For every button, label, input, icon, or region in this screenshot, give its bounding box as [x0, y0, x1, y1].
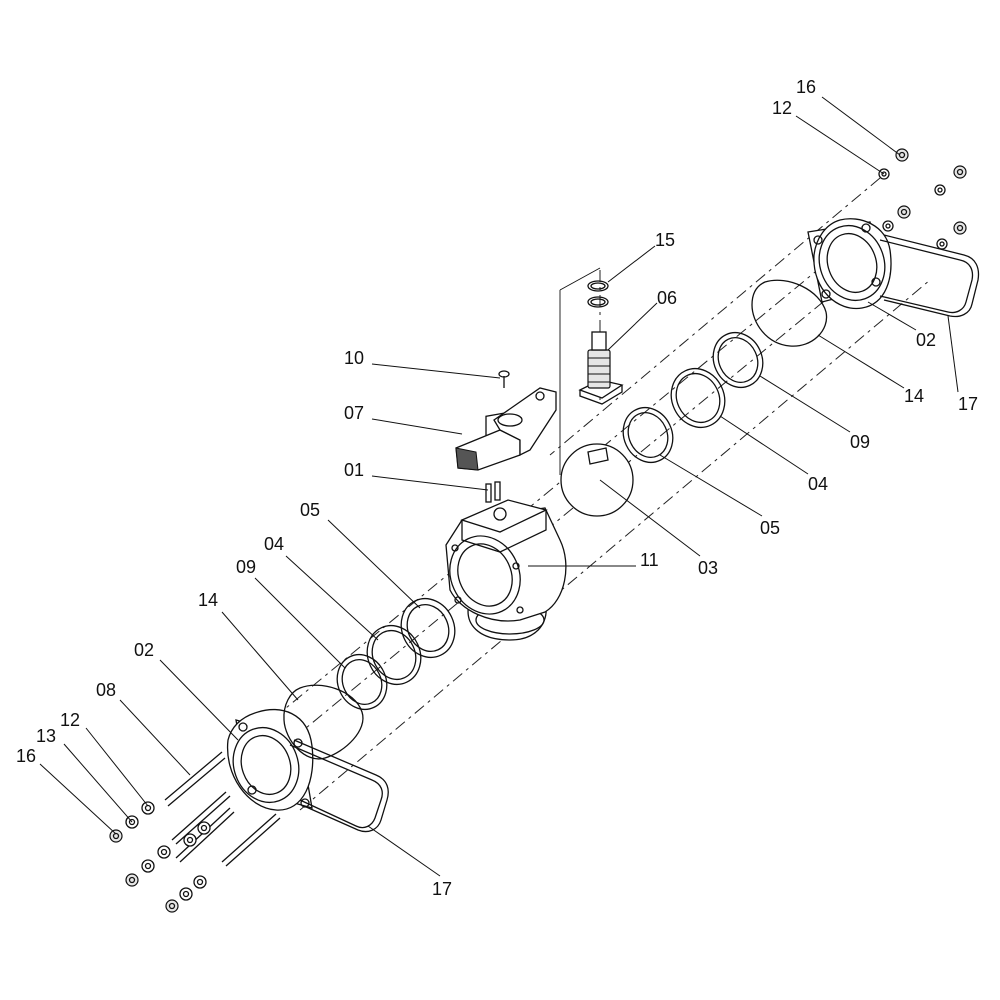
o-rings-part-15 [587, 280, 609, 308]
handle-part-07 [455, 387, 557, 471]
stem-part-06 [578, 331, 624, 405]
callout-04-left: 04 [264, 534, 284, 554]
left-flange-part-02 [226, 708, 314, 811]
callout-02-left: 02 [134, 640, 154, 660]
left-ring-part-09 [336, 654, 388, 710]
callout-17-right: 17 [958, 394, 978, 414]
pin-part-01 [485, 481, 501, 503]
left-clip-part-17 [289, 739, 389, 833]
callout-17-left: 17 [432, 879, 452, 899]
callout-05-right: 05 [760, 518, 780, 538]
callout-15: 15 [655, 230, 675, 250]
callout-12-left: 12 [60, 710, 80, 730]
callout-12-right: 12 [772, 98, 792, 118]
callout-04-right: 04 [808, 474, 828, 494]
callout-13: 13 [36, 726, 56, 746]
callout-08: 08 [96, 680, 116, 700]
callout-05-left: 05 [300, 500, 320, 520]
callout-02-right: 02 [916, 330, 936, 350]
callout-09-left: 09 [236, 557, 256, 577]
callout-01: 01 [344, 460, 364, 480]
right-ring-part-09 [712, 332, 764, 388]
screw-part-10 [498, 370, 510, 388]
right-ring-part-04 [670, 368, 726, 428]
callout-16-left: 16 [16, 746, 36, 766]
callout-03: 03 [698, 558, 718, 578]
left-ring-part-04 [366, 625, 422, 685]
left-fastener-set [109, 801, 211, 913]
left-gasket-part-14 [283, 684, 364, 760]
right-clip-part-17 [879, 234, 980, 318]
part-callouts: 16 12 15 06 10 07 01 05 04 09 14 02 08 1… [16, 77, 978, 899]
right-ring-part-05 [622, 407, 674, 463]
callout-11: 11 [640, 550, 659, 570]
callout-07: 07 [344, 403, 364, 423]
left-tie-rods-part-08 [164, 751, 281, 867]
callout-06: 06 [657, 288, 677, 308]
leader-lines [39, 96, 959, 877]
right-fastener-set [878, 148, 967, 250]
callout-16-right: 16 [796, 77, 816, 97]
callout-10: 10 [344, 348, 364, 368]
ball-part-03 [560, 443, 634, 517]
callout-14-left: 14 [198, 590, 218, 610]
callout-09-right: 09 [850, 432, 870, 452]
callout-14-right: 14 [904, 386, 924, 406]
right-gasket-part-14 [751, 279, 828, 347]
right-flange-part-02 [807, 218, 892, 310]
